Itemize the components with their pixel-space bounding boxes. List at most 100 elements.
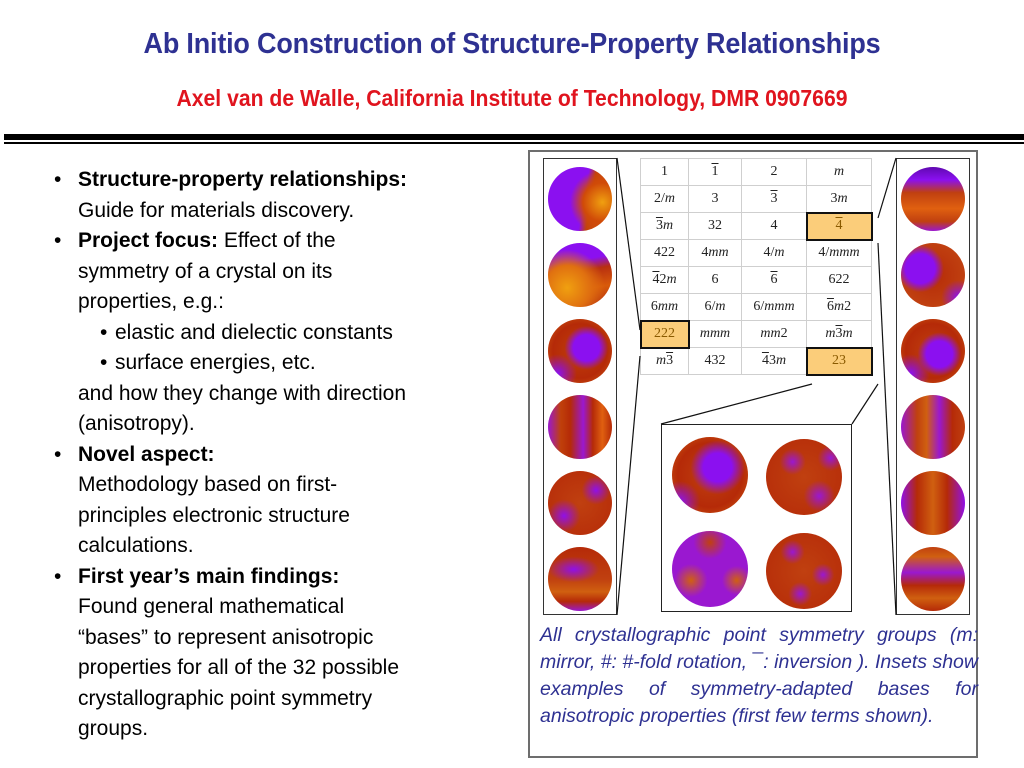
sphere-plot-icon <box>901 471 965 535</box>
bullet-dot-icon: • <box>54 168 62 191</box>
center-inset-box <box>661 424 852 612</box>
bullet-text: calculations. <box>78 534 194 557</box>
sub-bullet-item: • elastic and dielectic constants <box>48 318 508 349</box>
bullet-dot-icon: • <box>100 320 108 344</box>
sphere-plot-icon <box>901 167 965 231</box>
bullet-dot-icon: • <box>54 442 62 466</box>
table-cell[interactable]: 3m <box>640 212 689 240</box>
bullet-item: • Structure-property relationships: Guid… <box>48 165 508 226</box>
bullet-text: properties for all of the 32 possible <box>78 656 400 679</box>
bullet-text: Effect of the <box>218 229 336 252</box>
table-cell[interactable]: 32 <box>688 212 742 240</box>
bullet-text: Guide for materials discovery. <box>78 198 355 222</box>
bullet-item: • First year’s main findings: Found gene… <box>48 562 508 745</box>
table-cell[interactable]: m <box>806 158 872 186</box>
bullet-text: “bases” to represent anisotropic <box>78 625 374 649</box>
sphere-plot-icon <box>548 395 612 459</box>
table-cell[interactable]: mmm <box>688 320 742 348</box>
table-cell[interactable]: 4/m <box>741 239 807 267</box>
table-row: 222 mmm mm2 m3m <box>639 319 872 349</box>
table-cell[interactable]: 3m <box>806 185 872 213</box>
bullet-text: Found general mathematical <box>78 595 345 618</box>
table-cell-highlighted[interactable]: 222 <box>639 319 690 349</box>
bullet-dot-icon: • <box>54 229 62 252</box>
bullet-text: Methodology based on first- <box>78 473 338 496</box>
point-group-table: 1 1 2 m 2/m 3 3 3m 3m 32 4 4 422 4mm 4/m… <box>639 158 873 376</box>
table-cell[interactable]: 422 <box>640 239 689 267</box>
table-cell[interactable]: 1 <box>640 158 689 186</box>
sub-bullet-item: • surface energies, etc. <box>48 348 508 379</box>
table-cell[interactable]: 3 <box>688 185 742 213</box>
table-cell[interactable]: 1 <box>688 158 742 186</box>
bullet-dot-icon: • <box>54 564 62 588</box>
bullet-item: • Novel aspect: Methodology based on fir… <box>48 440 508 562</box>
slide-title: Ab Initio Construction of Structure-Prop… <box>143 28 881 60</box>
table-cell[interactable]: 6 <box>741 266 807 294</box>
table-cell[interactable]: 2 <box>741 158 807 186</box>
sub-bullet-text: elastic and dielectic constants <box>115 320 393 344</box>
table-cell[interactable]: 2/m <box>640 185 689 213</box>
table-cell[interactable]: 6mm <box>640 293 689 321</box>
right-inset-strip <box>896 158 970 615</box>
sub-bullet-text: surface energies, etc. <box>115 351 316 374</box>
bullet-heading: Project focus: <box>78 229 219 252</box>
header-divider-thin <box>4 142 1024 144</box>
table-row: 6mm 6/m 6/mmm 6m2 <box>640 293 872 321</box>
bullet-text: properties, e.g.: <box>78 290 224 313</box>
sphere-plot-icon <box>766 533 842 609</box>
figure-frame <box>528 150 978 758</box>
sphere-plot-icon <box>548 547 612 611</box>
bullet-continuation: and how they change with direction (anis… <box>48 379 508 440</box>
table-cell[interactable]: 6 <box>688 266 742 294</box>
table-cell[interactable]: m3m <box>806 320 872 348</box>
bullet-text: and how they change with direction <box>78 381 407 405</box>
table-row: 422 4mm 4/m 4/mmm <box>640 239 872 267</box>
bullet-dot-icon: • <box>100 351 108 374</box>
table-cell[interactable]: 6/mmm <box>741 293 807 321</box>
sphere-plot-icon <box>901 395 965 459</box>
table-row: 1 1 2 m <box>640 158 872 186</box>
left-inset-strip <box>543 158 617 615</box>
sphere-plot-icon <box>548 243 612 307</box>
sphere-plot-icon <box>548 471 612 535</box>
table-cell[interactable]: 42m <box>640 266 689 294</box>
sphere-plot-icon <box>672 437 748 513</box>
table-cell[interactable]: 4/mmm <box>806 239 872 267</box>
bullet-text: groups. <box>78 717 149 740</box>
sphere-plot-icon <box>901 243 965 307</box>
figure-caption: All crystallographic point symmetry grou… <box>540 624 978 727</box>
table-cell[interactable]: 622 <box>806 266 872 294</box>
header-divider-thick <box>4 134 1024 140</box>
table-cell[interactable]: 4mm <box>688 239 742 267</box>
table-row: m3 432 43m 23 <box>640 346 873 376</box>
sphere-plot-icon <box>548 167 612 231</box>
bullet-heading: Novel aspect: <box>78 442 215 466</box>
table-cell[interactable]: 43m <box>741 347 807 375</box>
bullet-heading: Structure-property relationships: <box>78 168 408 191</box>
sphere-plot-icon <box>901 547 965 611</box>
bullet-heading: First year’s main findings: <box>78 564 340 588</box>
table-row: 2/m 3 3 3m <box>640 185 872 213</box>
table-row: 3m 32 4 4 <box>640 211 873 241</box>
table-cell[interactable]: 4 <box>741 212 807 240</box>
table-cell[interactable]: 6/m <box>688 293 742 321</box>
slide-subtitle: Axel van de Walle, California Institute … <box>176 85 848 111</box>
sphere-plot-icon <box>672 531 748 607</box>
table-cell[interactable]: 432 <box>688 347 742 375</box>
table-cell-highlighted[interactable]: 4 <box>805 211 873 241</box>
table-cell[interactable]: 3 <box>741 185 807 213</box>
table-cell[interactable]: m3 <box>640 347 689 375</box>
sphere-plot-icon <box>901 319 965 383</box>
sphere-plot-icon <box>766 439 842 515</box>
bullet-text: (anisotropy). <box>78 412 195 435</box>
bullet-text: symmetry of a crystal on its <box>78 259 333 283</box>
bullet-item: • Project focus: Effect of the symmetry … <box>48 226 508 318</box>
table-cell[interactable]: mm2 <box>741 320 807 348</box>
bullet-list: • Structure-property relationships: Guid… <box>48 165 508 745</box>
table-cell-highlighted[interactable]: 23 <box>805 346 873 376</box>
bullet-text: crystallographic point symmetry <box>78 686 373 710</box>
table-row: 42m 6 6 622 <box>640 266 872 294</box>
bullet-text: principles electronic structure <box>78 503 350 527</box>
table-cell[interactable]: 6m2 <box>806 293 872 321</box>
sphere-plot-icon <box>548 319 612 383</box>
